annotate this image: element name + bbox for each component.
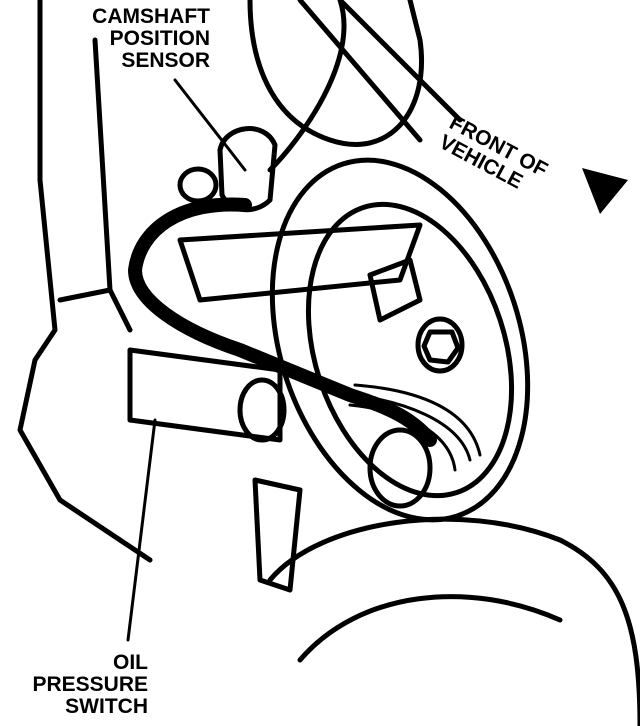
switch-end xyxy=(237,377,287,443)
mount-stud xyxy=(252,477,303,593)
engine-block-inner xyxy=(57,37,133,333)
label-line: PRESSURE xyxy=(32,673,148,696)
drive-belt xyxy=(267,0,463,173)
crank-pulley-hub xyxy=(415,316,465,374)
label-line: CAMSHAFT xyxy=(92,5,210,28)
label-line: SWITCH xyxy=(65,695,148,718)
oil-pressure-switch xyxy=(127,347,283,443)
oil-pressure-switch-label: OIL PRESSURE SWITCH xyxy=(8,652,148,718)
label-line: POSITION xyxy=(109,27,210,50)
lower-wheel-inner xyxy=(297,594,563,663)
lower-wheel xyxy=(267,516,640,726)
arrow-right-icon xyxy=(582,168,628,214)
oil-leader xyxy=(126,418,157,642)
engine-block-edge xyxy=(17,0,153,563)
wiring-harness xyxy=(128,197,437,447)
upper-pulley xyxy=(247,0,424,147)
cam-leader xyxy=(173,78,247,172)
harness-connector xyxy=(367,257,423,323)
hub-bolt xyxy=(421,329,461,365)
switch-connector xyxy=(367,427,433,509)
label-line: OIL xyxy=(113,651,148,674)
crank-pulley-outer xyxy=(269,157,531,523)
bracket xyxy=(177,222,423,303)
sensor-bolt xyxy=(177,166,219,204)
harness-wires xyxy=(348,383,482,472)
camshaft-position-sensor-label: CAMSHAFT POSITION SENSOR xyxy=(60,6,210,72)
label-line: SENSOR xyxy=(121,49,210,72)
